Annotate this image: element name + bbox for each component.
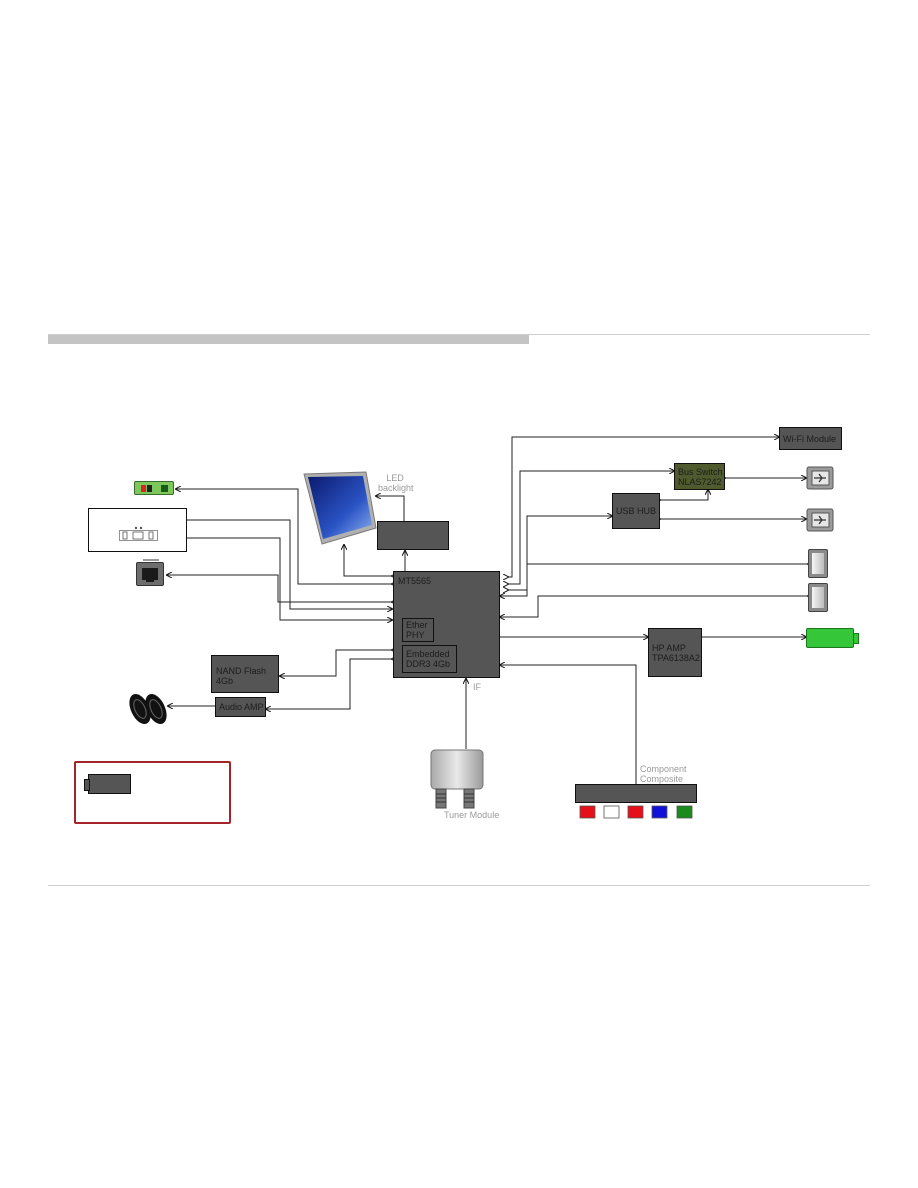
rca-jacks (577, 804, 697, 820)
rca-jack-3 (627, 805, 644, 819)
tuner-module-label: Tuner Module (444, 810, 500, 820)
audio-amp-block: Audio AMP (215, 697, 266, 717)
bus-switch-label: Bus Switch NLAS7242 (678, 467, 723, 487)
nand-flash-block: NAND Flash 4Gb (211, 655, 279, 693)
soc-block: MT5565 Ether PHY Embedded DDR3 4Gb (393, 571, 500, 678)
hp-amp-label: HP AMP TPA6138A2 (652, 643, 700, 663)
lcd-panel-icon (302, 470, 380, 548)
rca-jack-2 (603, 805, 620, 819)
audio-amp-label: Audio AMP (219, 702, 264, 712)
header-bar (48, 335, 529, 344)
rca-jack-4 (651, 805, 668, 819)
bus-switch-block: Bus Switch NLAS7242 (674, 463, 725, 490)
wifi-module-label: Wi-Fi Module (783, 434, 837, 444)
ether-phy-label: Ether PHY (406, 620, 428, 640)
if-label: IF (473, 682, 481, 692)
ddr3-label: Embedded DDR3 4Gb (406, 649, 451, 669)
led-driver-block (377, 521, 449, 550)
header-rule (48, 334, 870, 335)
ethernet-jack-icon (136, 559, 164, 586)
nand-flash-label: NAND Flash 4Gb (216, 666, 267, 686)
soc-title: MT5565 (398, 576, 432, 586)
hdmi-port-2-icon (808, 583, 828, 612)
rca-jack-1 (579, 805, 596, 819)
wifi-module-block: Wi-Fi Module (779, 427, 842, 450)
usb-hub-label: USB HUB (616, 506, 657, 516)
hp-amp-block: HP AMP TPA6138A2 (648, 628, 702, 677)
headphone-jack-icon (806, 628, 859, 648)
rca-jack-5 (676, 805, 693, 819)
footer-rule (48, 885, 870, 886)
component-connector-block (575, 784, 697, 803)
component-composite-label: Component Composite (640, 764, 687, 784)
ir-receiver-board (134, 481, 174, 495)
legend-box (74, 761, 231, 824)
legend-block-swatch (84, 774, 131, 794)
speakers-icon (128, 691, 170, 727)
usb-port-1-icon (806, 466, 834, 490)
keypad-buttons-icon (119, 526, 158, 541)
tuner-module-icon (430, 749, 484, 809)
keypad-panel (88, 508, 187, 552)
usb-port-2-icon (806, 508, 834, 532)
led-backlight-label: LED backlight (378, 473, 414, 493)
ether-phy-block: Ether PHY (402, 618, 434, 642)
ddr3-block: Embedded DDR3 4Gb (402, 645, 457, 673)
usb-hub-block: USB HUB (612, 493, 660, 529)
hdmi-port-1-icon (808, 549, 828, 578)
